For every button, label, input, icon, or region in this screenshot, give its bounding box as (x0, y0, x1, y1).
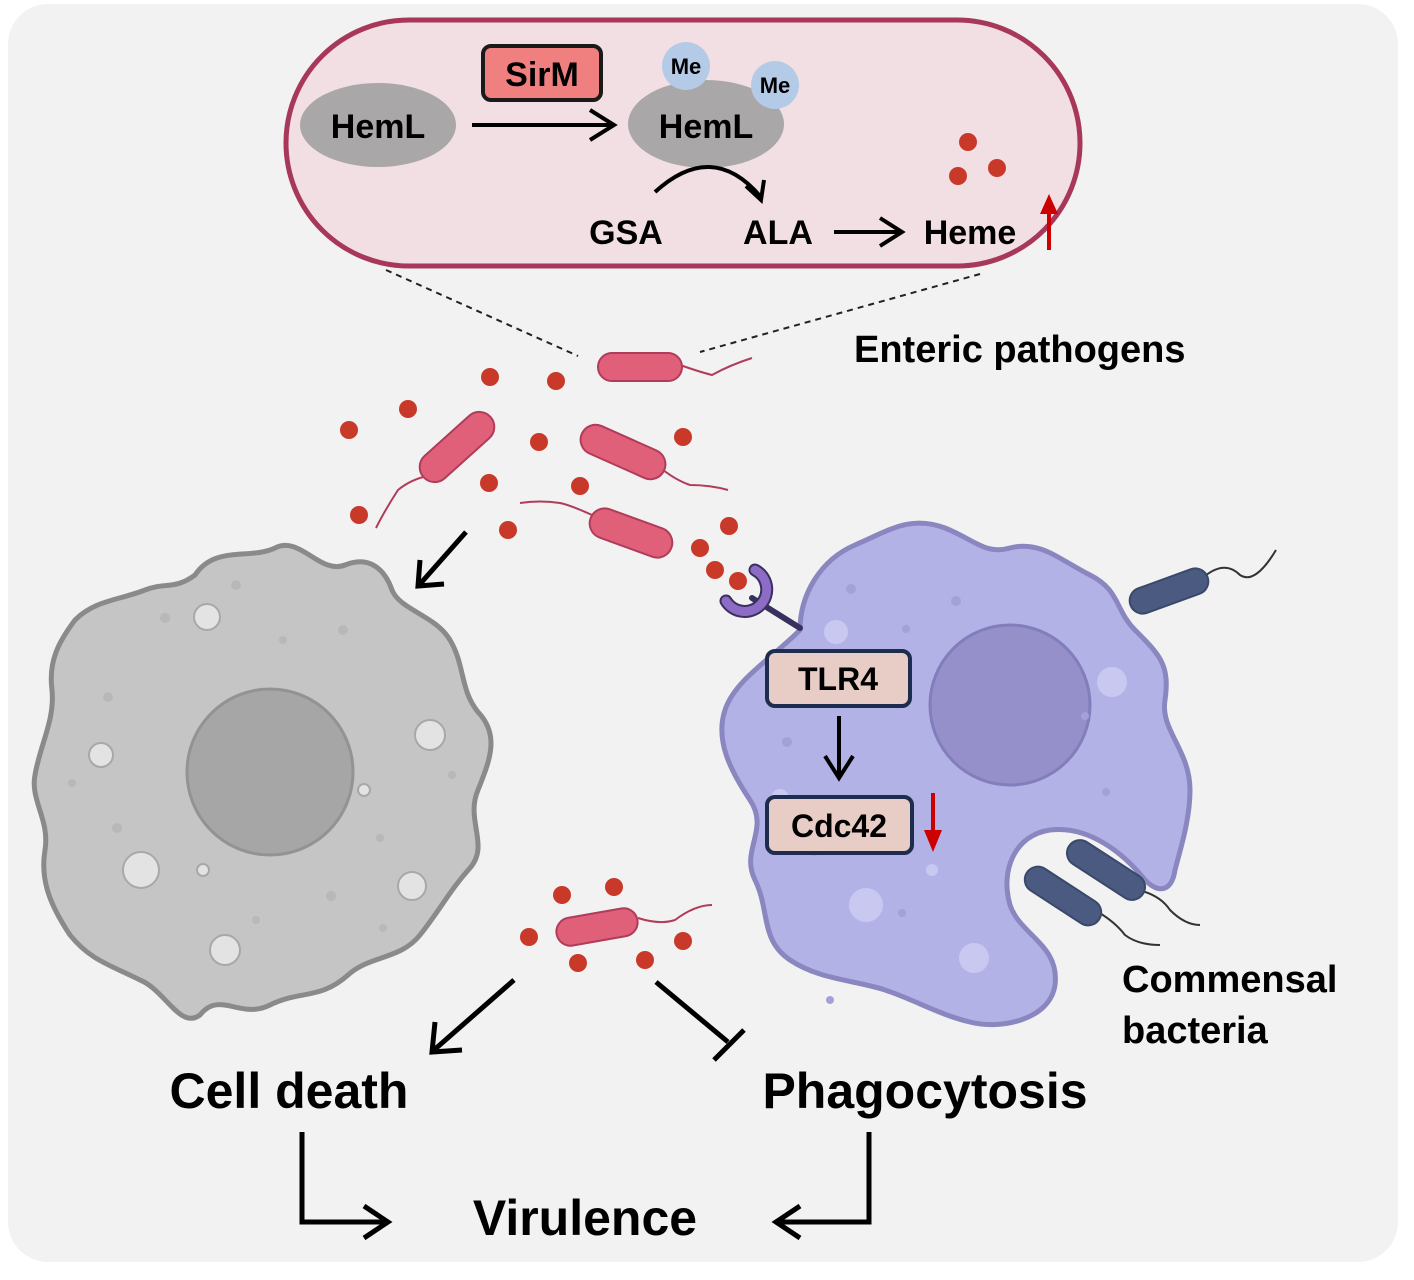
secreted-heme-molecules (340, 368, 747, 972)
cdc42-node (765, 795, 914, 855)
heml-after-label: HemL (659, 108, 753, 146)
gsa-label: GSA (589, 214, 663, 252)
methyl-group-2 (751, 61, 799, 109)
ala-label: ALA (743, 214, 813, 252)
pathogen-interior-inset: HemL SirM Me Me HemL GSA ALA Heme (283, 17, 1083, 269)
enteric-pathogen-bacterium (375, 410, 496, 529)
tlr4-to-cdc42-arrow (823, 716, 855, 782)
dead-cell-nucleus (185, 687, 355, 857)
enteric-pathogens-label: Enteric pathogens (854, 329, 1186, 371)
macrophage-membrane (719, 520, 1193, 1028)
inhibits-phagocytosis-line (654, 980, 746, 1062)
virulence-label: Virulence (473, 1190, 697, 1246)
methyl-label-2: Me (760, 73, 791, 98)
tlr4-node (765, 649, 912, 708)
commensal-bacterium (1066, 839, 1201, 926)
zoom-line-right (699, 273, 981, 353)
sirm-label: SirM (505, 56, 579, 94)
commensal-bacterium (1023, 865, 1161, 946)
methyl-label-1: Me (671, 54, 702, 79)
dead-cell-granules (68, 580, 456, 932)
macrophage-cell: TLR4 Cdc42 (719, 520, 1193, 1028)
heml-methylated-protein (628, 80, 784, 168)
zoom-line-left (385, 269, 579, 357)
macrophage-nucleus (928, 623, 1092, 787)
heme-molecule (988, 159, 1006, 177)
dead-host-cell (31, 543, 494, 1021)
enteric-pathogen-bacterium (579, 423, 729, 491)
enteric-pathogen-bacterium (597, 352, 753, 382)
catalysis-curved-arrow (653, 165, 766, 205)
cdc42-label: Cdc42 (791, 808, 887, 844)
methylation-arrow (472, 108, 618, 142)
phagocytosis-label: Phagocytosis (762, 1063, 1087, 1119)
cell-death-label: Cell death (170, 1063, 409, 1119)
phagocytosis-to-virulence-arrow (771, 1132, 872, 1241)
commensal-bacteria-label-line2: bacteria (1122, 1010, 1269, 1052)
enteric-pathogen-bacterium (555, 904, 713, 947)
tlr4-receptor-icon (719, 563, 803, 631)
enteric-pathogen-bacterium (519, 500, 674, 559)
heml-unmodified-protein (300, 83, 456, 167)
commensal-bacterium (1128, 549, 1277, 615)
heme-label: Heme (924, 214, 1017, 252)
heme-increase-arrow-icon (1040, 194, 1058, 250)
ala-to-heme-arrow (834, 216, 906, 248)
heml-before-label: HemL (331, 108, 425, 146)
tlr4-label: TLR4 (798, 661, 878, 697)
promotes-cell-death-arrow (429, 978, 516, 1055)
macrophage-vesicles (771, 620, 1127, 973)
heme-molecule (949, 167, 967, 185)
commensal-bacteria-label-line1: Commensal (1122, 959, 1337, 1001)
dead-cell-vesicles (88, 603, 446, 966)
heme-molecule (959, 133, 977, 151)
cell-death-to-virulence-arrow (299, 1132, 393, 1241)
methyl-group-1 (662, 42, 710, 90)
pathogen-to-dead-cell-arrow (415, 530, 468, 589)
cdc42-decrease-arrow-icon (924, 793, 942, 852)
sirm-enzyme-box (481, 44, 603, 102)
